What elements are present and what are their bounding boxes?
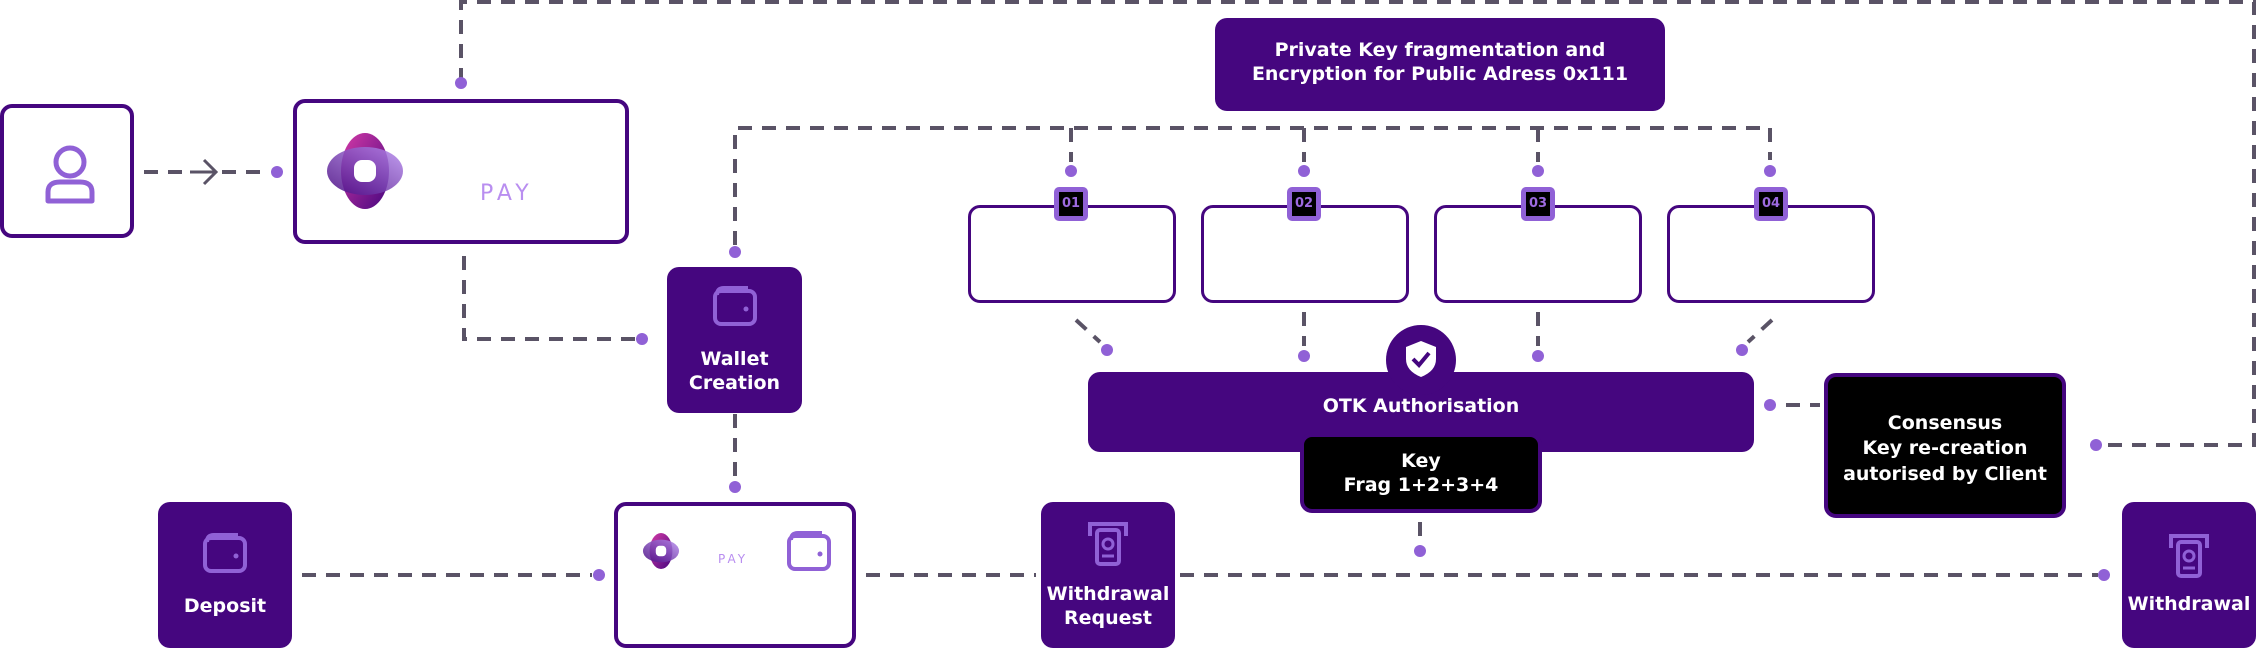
deposit-label: Deposit (183, 595, 267, 617)
wallet-icon (203, 533, 247, 573)
connector-dot (1298, 350, 1310, 362)
user-icon (45, 145, 95, 204)
fragment-badge-3: 03 (1521, 187, 1555, 221)
fragment-box-1[interactable] (968, 205, 1176, 303)
connector-dot (2090, 439, 2102, 451)
connector-dot (1065, 165, 1077, 177)
otk-label: OTK Authorisation (1322, 395, 1520, 417)
title-box: Private Key fragmentation and Encryption… (1215, 18, 1665, 111)
connector-dot (1298, 165, 1310, 177)
wallet-icon (787, 531, 831, 571)
wallet-icon (713, 286, 757, 326)
fragment-box-4[interactable] (1667, 205, 1875, 303)
connector-frag-1-otk (1074, 318, 1102, 344)
withdrawal-label: Withdrawal (2127, 593, 2251, 615)
atm-icon (1088, 522, 1128, 566)
connector-dot (1532, 165, 1544, 177)
connector-dot (1414, 545, 1426, 557)
fragment-badge-4: 04 (1754, 187, 1788, 221)
key-frag-node[interactable]: Key Frag 1+2+3+4 (1300, 433, 1542, 513)
connector-fragment-bus (733, 126, 1772, 245)
key-frag-line-1: Key (1401, 450, 1441, 472)
connector-dot (2098, 569, 2110, 581)
key-frag-line-2: Frag 1+2+3+4 (1343, 474, 1499, 496)
consensus-node[interactable]: Consensus Key re-creation autorised by C… (1824, 373, 2066, 518)
connector-brand-wallet (462, 256, 636, 341)
wallet-creation-node[interactable]: Wallet Creation (667, 267, 802, 413)
connector-top-loop (459, 0, 2256, 447)
connector-dot (593, 569, 605, 581)
connector-dot (1764, 165, 1776, 177)
consensus-line-1: Consensus (1887, 412, 2003, 434)
withdrawal-node[interactable]: Withdrawal (2122, 502, 2256, 648)
wallet-card[interactable]: PAY (614, 502, 856, 648)
fragment-box-2[interactable] (1201, 205, 1409, 303)
connector-dot (1101, 344, 1113, 356)
title-line-1: Private Key fragmentation and (1274, 39, 1606, 61)
consensus-line-3: autorised by Client (1843, 463, 2047, 485)
connector-dot (271, 166, 283, 178)
connector-dot (729, 481, 741, 493)
fragment-badge-1: 01 (1054, 187, 1088, 221)
arrow-icon (190, 158, 219, 186)
wallet-card-wordmark: PAY (718, 552, 749, 566)
atm-icon (2169, 534, 2209, 578)
brand-wordmark: PAY (480, 181, 534, 206)
connector-dot (729, 246, 741, 258)
brand-logo-icon (642, 532, 680, 570)
fragment-badge-2: 02 (1287, 187, 1321, 221)
withdrawal-request-node[interactable]: Withdrawal Request (1041, 502, 1175, 648)
connector-dot (636, 333, 648, 345)
brand-logo-icon (327, 133, 403, 209)
shield-check-icon (1406, 341, 1436, 377)
withdrawal-request-line-2: Request (1064, 607, 1152, 629)
connector-dot (1736, 344, 1748, 356)
wallet-creation-line-1: Wallet (700, 348, 769, 370)
wallet-creation-line-2: Creation (688, 372, 781, 394)
connector-dot (1764, 399, 1776, 411)
deposit-node[interactable]: Deposit (158, 502, 292, 648)
consensus-line-2: Key re-creation (1862, 437, 2028, 459)
connector-dot (1532, 350, 1544, 362)
connector-frag-4-otk (1746, 318, 1774, 344)
otk-shield-badge (1386, 325, 1456, 395)
withdrawal-request-line-1: Withdrawal (1046, 583, 1170, 605)
title-line-2: Encryption for Public Adress 0x111 (1251, 63, 1629, 85)
connector-dot (455, 77, 467, 89)
user-node[interactable] (0, 104, 134, 238)
brand-card[interactable]: PAY (293, 99, 629, 244)
